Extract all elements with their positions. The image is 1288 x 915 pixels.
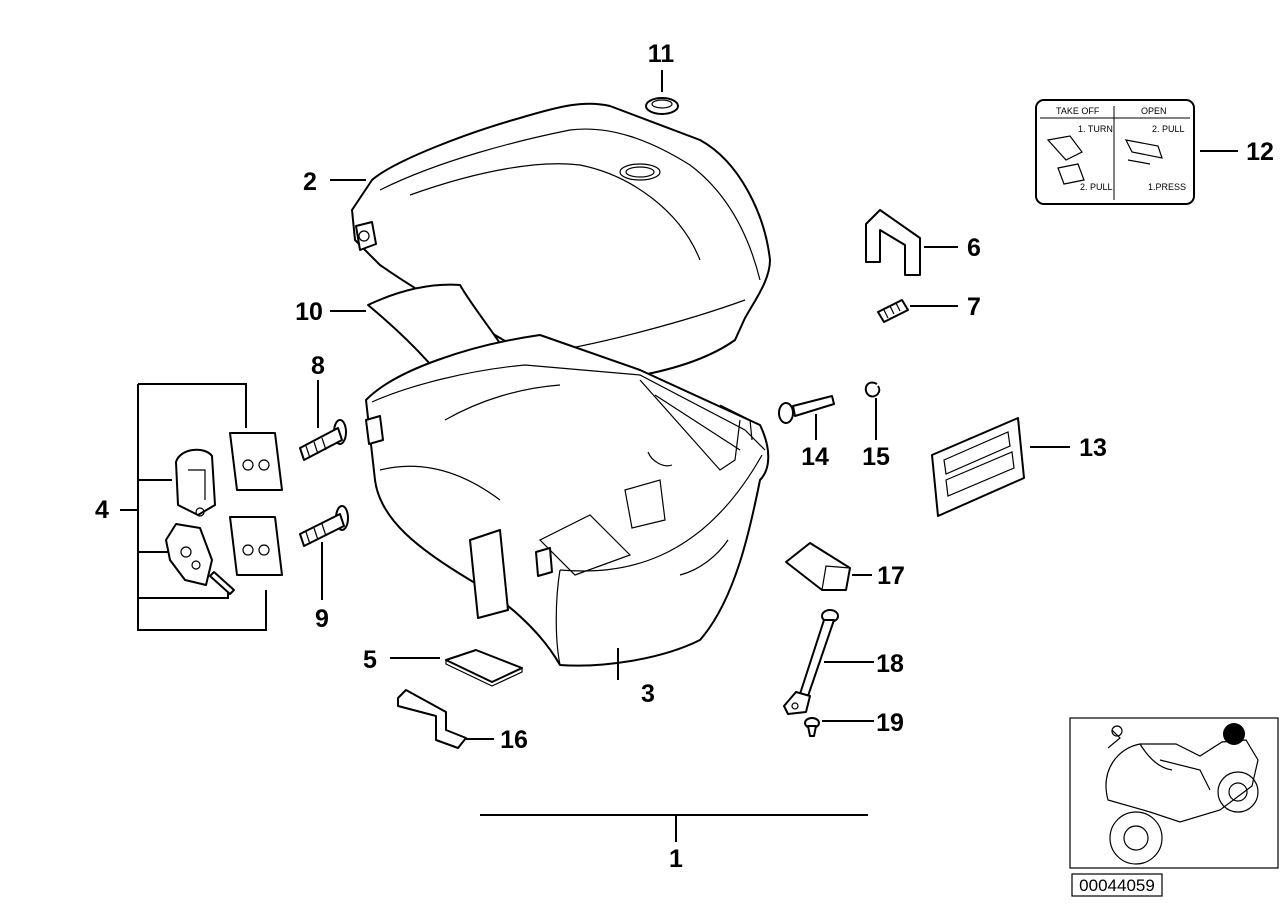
callout-13: 13 [1079, 434, 1107, 462]
strap-part-18 [783, 609, 839, 715]
label-take-off-step1: 1. TURN [1078, 124, 1113, 134]
callout-16: 16 [500, 726, 528, 754]
lock-assembly-part-4 [120, 383, 283, 631]
callout-4: 4 [95, 496, 109, 524]
bolt-part-8 [299, 419, 347, 461]
label-take-off-header: TAKE OFF [1056, 106, 1100, 116]
pad-part-5 [445, 649, 523, 687]
screw-part-19 [804, 717, 820, 737]
callout-18: 18 [876, 650, 904, 678]
label-open-step2: 1.PRESS [1148, 182, 1186, 192]
callout-5: 5 [363, 646, 377, 674]
callout-numbers: 1 2 3 4 5 6 7 8 9 10 11 12 13 14 15 16 1… [95, 40, 1274, 873]
bracket-part-16 [397, 689, 467, 749]
wedge-part-17 [785, 542, 851, 591]
plug-part-11 [645, 97, 679, 115]
bolt-part-14 [778, 395, 835, 424]
bolt-part-9 [299, 505, 349, 547]
label-open-header: OPEN [1141, 106, 1167, 116]
ring-part-15 [864, 381, 881, 398]
callout-10: 10 [295, 298, 323, 326]
callout-11: 11 [648, 40, 675, 68]
case-body-part-3 [365, 334, 770, 667]
callout-7: 7 [967, 293, 981, 321]
leader-lines [317, 70, 1238, 842]
callout-17: 17 [877, 562, 905, 590]
callout-14: 14 [801, 443, 829, 471]
clip-part-6 [865, 209, 921, 276]
label-open-step1: 2. PULL [1152, 124, 1185, 134]
reflector-plate-part-13 [931, 417, 1025, 517]
reference-number-box: 00044059 [1071, 873, 1163, 897]
location-marker-icon [1223, 723, 1245, 745]
callout-19: 19 [876, 709, 904, 737]
label-take-off-step2: 2. PULL [1080, 182, 1113, 192]
reference-number: 00044059 [1079, 876, 1155, 895]
callout-2: 2 [303, 168, 317, 196]
instruction-label-part-12: TAKE OFF OPEN 1. TURN 2. PULL 2. PULL 1.… [1035, 99, 1195, 205]
callout-12: 12 [1246, 138, 1274, 166]
callout-8: 8 [311, 352, 325, 380]
callout-1: 1 [669, 845, 683, 873]
motorcycle-locator-thumbnail [1069, 717, 1279, 869]
callout-9: 9 [315, 605, 329, 633]
callout-6: 6 [967, 234, 981, 262]
callout-3: 3 [641, 680, 655, 708]
callout-15: 15 [862, 443, 890, 471]
screw-part-7 [877, 299, 909, 323]
